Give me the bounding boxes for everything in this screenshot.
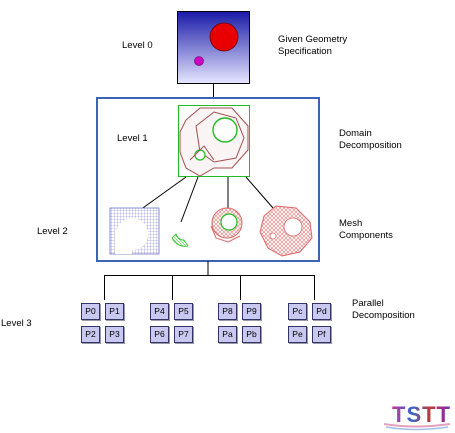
level-3-label: Level 3: [1, 318, 32, 329]
red-circle: [209, 22, 239, 52]
level-0-label: Level 0: [122, 40, 153, 51]
domain-description: Domain Decomposition: [339, 128, 402, 151]
parallel-description: Parallel Decomposition: [352, 298, 415, 321]
processor-box: Pf: [312, 326, 331, 343]
processor-box: P6: [150, 326, 169, 343]
processor-box: P2: [81, 326, 100, 343]
mesh-component-green: [171, 233, 189, 247]
processor-box: Pb: [242, 326, 261, 343]
geometry-specification-image: [177, 11, 250, 84]
processor-box: P8: [218, 303, 237, 320]
processor-box: P5: [174, 303, 193, 320]
processor-box: Pc: [288, 303, 307, 320]
connector-mesh-1: [139, 176, 187, 211]
geometry-description: Given Geometry Specification: [278, 34, 348, 57]
processor-box: P3: [105, 326, 124, 343]
mesh-component-large: [259, 205, 313, 257]
level-1-label: Level 1: [117, 133, 148, 144]
processor-box: P9: [242, 303, 261, 320]
mesh-component-grid: [109, 207, 160, 255]
connector-mesh-2: [180, 176, 199, 223]
magenta-dot: [194, 56, 204, 66]
mesh-description: Mesh Components: [339, 218, 393, 241]
processor-box: Pa: [218, 326, 237, 343]
processor-box: P4: [150, 303, 169, 320]
mesh-component-ring: [210, 207, 243, 243]
connector-mesh-4: [245, 176, 274, 209]
processor-box: P1: [105, 303, 124, 320]
processor-box: P0: [81, 303, 100, 320]
level-2-label: Level 2: [37, 226, 68, 237]
domain-decomposition-image: [178, 105, 250, 177]
processor-box: Pd: [312, 303, 331, 320]
processor-box: P7: [174, 326, 193, 343]
processor-box: Pe: [288, 326, 307, 343]
